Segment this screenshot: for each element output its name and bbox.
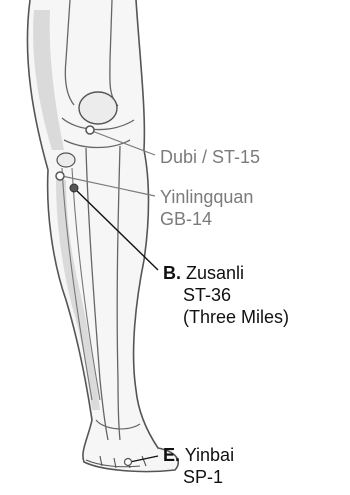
yinbai-key: E. [163,445,180,465]
zusanli-label: B. Zusanli ST-36 (Three Miles) [163,262,289,328]
yinlingquan-label: Yinlingquan GB-14 [160,186,253,230]
zusanli-key: B. [163,263,181,283]
yinbai-name: Yinbai [185,445,234,465]
yinlingquan-point [56,172,64,180]
patella [79,92,117,124]
zusanli-name: Zusanli [186,263,244,283]
zusanli-code: ST-36 [163,284,289,306]
fibula-head [57,153,75,167]
dubi-point [86,126,94,134]
zusanli-subtitle: (Three Miles) [163,306,289,328]
zusanli-point [70,184,78,192]
yinbai-code: SP-1 [163,466,234,488]
yinlingquan-code: GB-14 [160,208,253,230]
dubi-label: Dubi / ST-15 [160,146,260,168]
yinlingquan-name: Yinlingquan [160,186,253,208]
yinbai-label: E. Yinbai SP-1 [163,444,234,488]
yinbai-point [125,459,132,466]
dubi-label-text: Dubi / ST-15 [160,147,260,167]
